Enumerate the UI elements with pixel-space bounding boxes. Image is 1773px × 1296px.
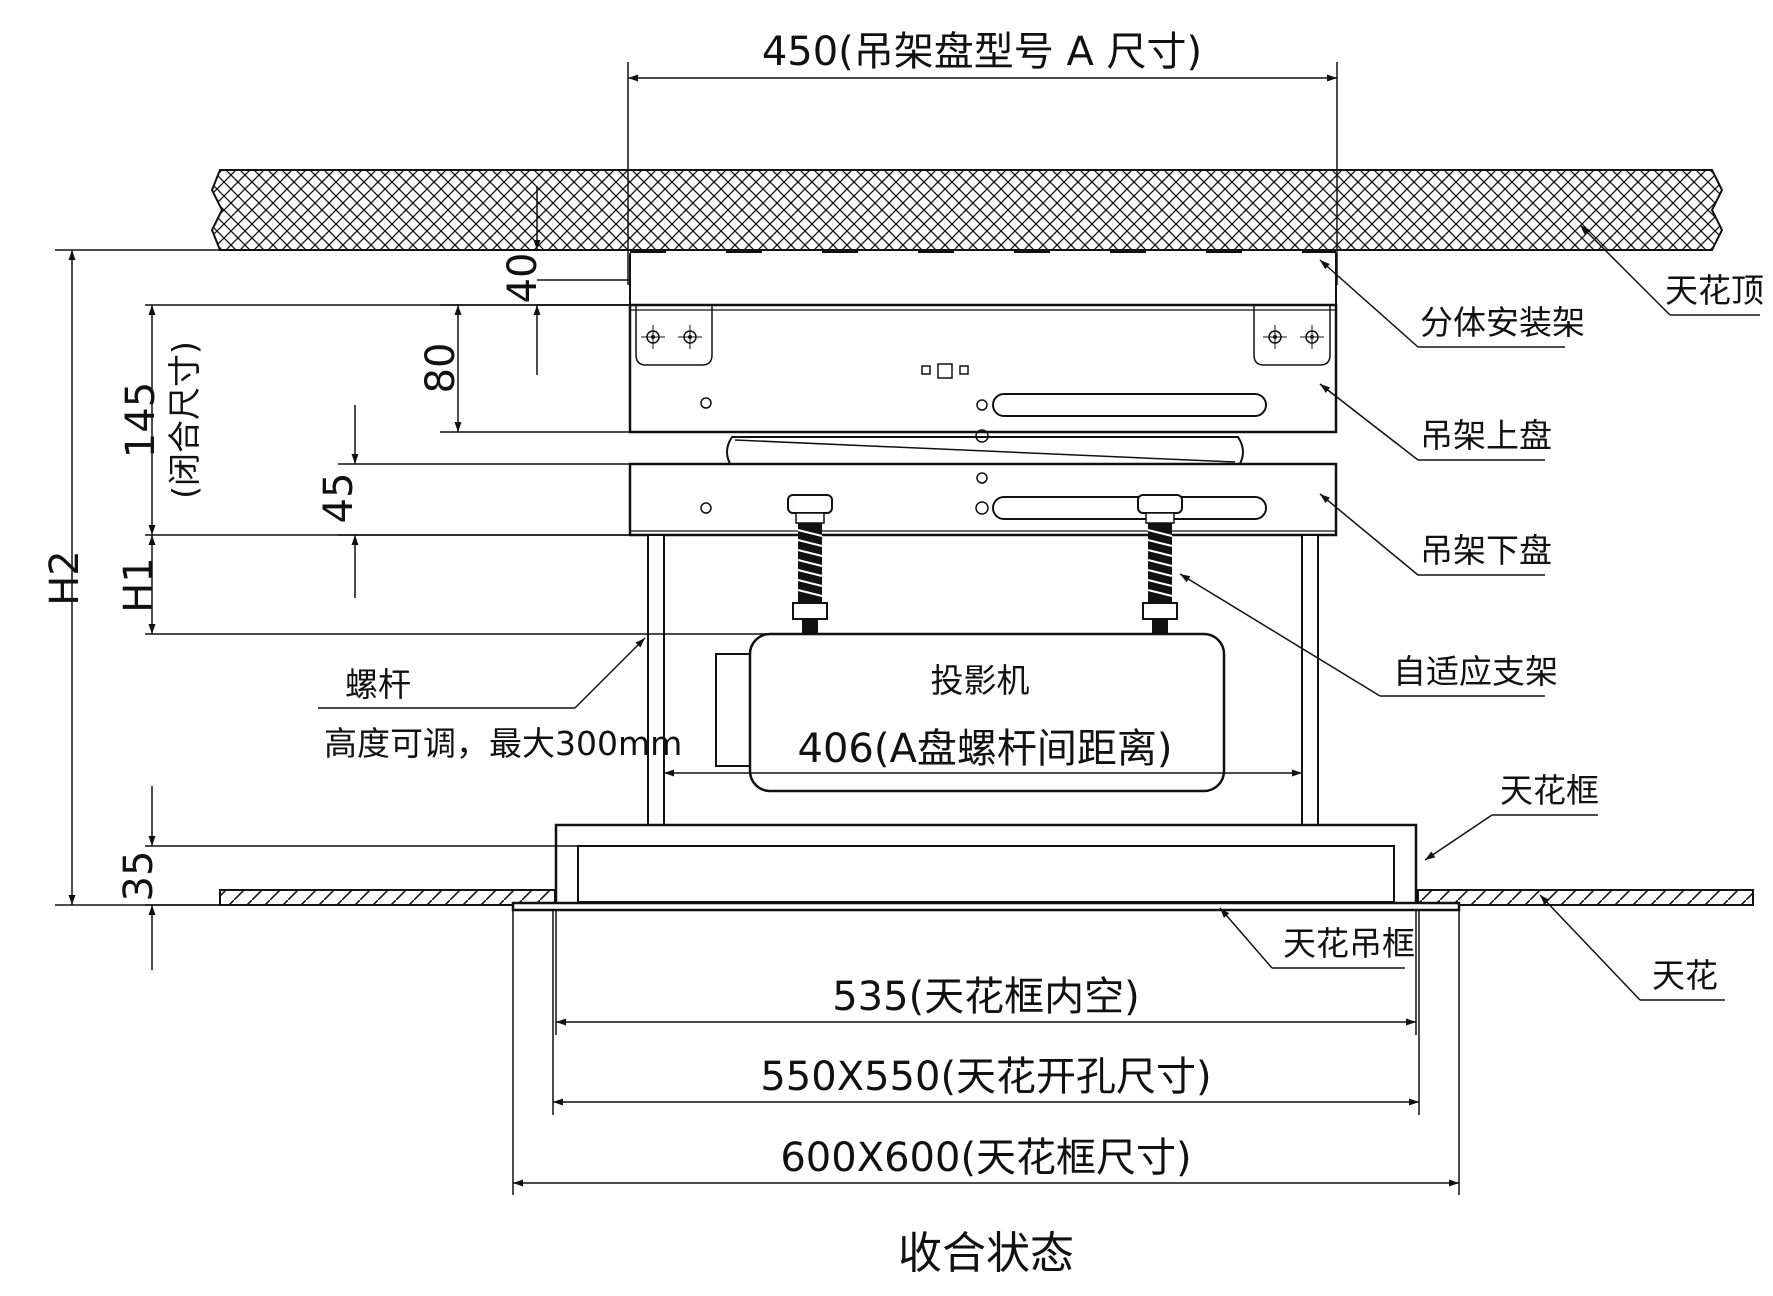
d80-label: 80 <box>418 343 464 394</box>
d45-dimension: 45 <box>316 405 630 598</box>
split-mount-bracket <box>629 251 1337 305</box>
screw-rods <box>647 534 1319 826</box>
adaptive-bracket-right <box>1137 494 1183 633</box>
ceiling-hang-frame <box>511 901 1461 912</box>
d45-label: 45 <box>316 473 362 524</box>
diagram-caption: 收合状态 <box>898 1228 1074 1279</box>
h2-label: H2 <box>42 550 88 606</box>
ceiling-slab <box>210 169 1724 251</box>
lower-plate-label: 吊架下盘 <box>1420 531 1552 570</box>
callout-split-mount: 分体安装架 <box>1319 259 1585 348</box>
rod-spacing-dimension: 406(A盘螺杆间距离) <box>664 726 1302 777</box>
d80-dimension: 80 <box>418 304 630 433</box>
width-a-label: 450(吊架盘型号 A 尺寸) <box>762 29 1202 75</box>
width-a-dimension: 450(吊架盘型号 A 尺寸) <box>627 29 1338 285</box>
mount-screw-icon <box>641 325 1324 349</box>
callout-screw-rod: 螺杆 高度可调，最大300mm <box>318 637 682 763</box>
callout-ceiling-top: 天花顶 <box>1579 224 1764 316</box>
frame-size-label: 600X600(天花框尺寸) <box>780 1135 1191 1181</box>
callout-adaptive-bracket: 自适应支架 <box>1179 573 1558 697</box>
ceiling-label: 天花 <box>1652 956 1718 995</box>
frame-inner-label: 535(天花框内空) <box>832 974 1140 1020</box>
callout-ceiling-hang-frame: 天花吊框 <box>1219 907 1415 969</box>
frame-size-dimension: 600X600(天花框尺寸) <box>512 910 1460 1195</box>
d145-label: 145 <box>118 382 164 458</box>
ceiling-frame <box>554 823 1418 907</box>
ceiling-hole-dimension: 550X550(天花开孔尺寸) <box>552 910 1420 1115</box>
callout-ceiling-frame: 天花框 <box>1424 771 1599 861</box>
projector: 投影机 <box>715 632 1226 793</box>
ceiling-hang-frame-label: 天花吊框 <box>1283 924 1415 963</box>
ceiling-board <box>219 889 1754 906</box>
ceiling-hole-label: 550X550(天花开孔尺寸) <box>760 1054 1211 1100</box>
closed-size-label: (闭合尺寸) <box>165 341 204 499</box>
ceiling-top-label: 天花顶 <box>1665 271 1764 310</box>
lower-plate <box>628 462 1338 537</box>
rod-note-label: 高度可调，最大300mm <box>324 724 682 763</box>
screw-rod-label: 螺杆 <box>345 665 411 704</box>
upper-plate-label: 吊架上盘 <box>1420 416 1552 455</box>
d35-label: 35 <box>116 851 162 902</box>
adaptive-bracket-label: 自适应支架 <box>1393 652 1558 691</box>
upper-plate <box>628 303 1338 434</box>
frame-inner-dimension: 535(天花框内空) <box>555 910 1417 1035</box>
h2-dimension: H2 <box>42 249 250 906</box>
callout-ceiling: 天花 <box>1539 894 1725 1001</box>
h1-label: H1 <box>116 557 162 613</box>
d40-label: 40 <box>500 253 546 304</box>
projector-label: 投影机 <box>931 661 1030 700</box>
rod-spacing-label: 406(A盘螺杆间距离) <box>798 726 1173 772</box>
adaptive-bracket-left <box>787 494 833 633</box>
callout-upper-plate: 吊架上盘 <box>1319 383 1552 461</box>
callout-lower-plate: 吊架下盘 <box>1319 493 1552 576</box>
h1-dimension: H1 <box>116 535 800 635</box>
d145-dimension: 145 (闭合尺寸) <box>118 304 630 536</box>
d35-dimension: 35 <box>116 786 578 970</box>
split-mount-label: 分体安装架 <box>1420 303 1585 342</box>
ceiling-frame-label: 天花框 <box>1500 771 1599 810</box>
